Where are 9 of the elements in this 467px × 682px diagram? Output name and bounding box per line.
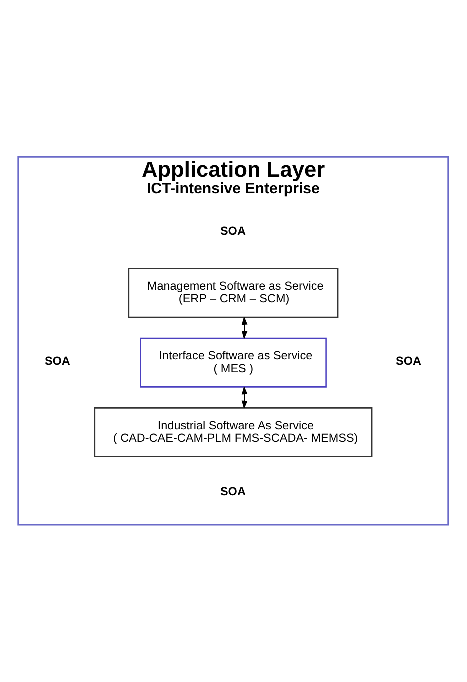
label: SOA [220, 224, 246, 238]
node-box: Interface Software as Service ( MES ) [140, 338, 327, 388]
node-box: Industrial Software As Service ( CAD-CAE-CAM-PLM FMS-SCADA- MEMSS) [94, 408, 373, 458]
label: SOA [44, 355, 70, 368]
node-box: Management Software as Service (ERP – CRM – SCM) [128, 268, 339, 318]
label: SOA [396, 355, 422, 368]
arrow [242, 316, 248, 340]
label: SOA [220, 485, 246, 498]
arrow [242, 386, 248, 410]
